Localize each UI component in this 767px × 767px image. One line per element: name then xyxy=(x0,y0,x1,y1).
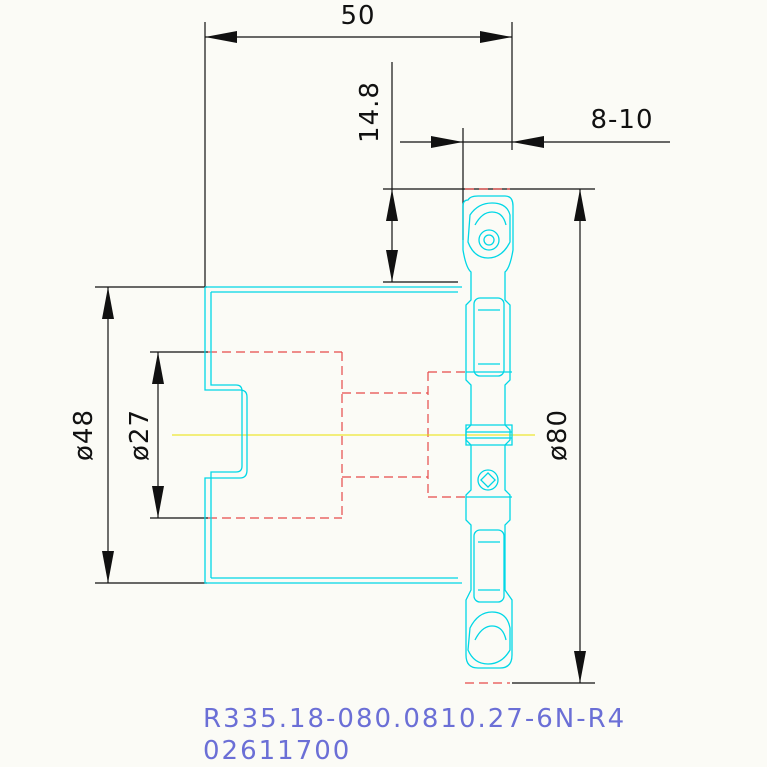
cutter-disc-outline xyxy=(462,195,514,669)
item-code: 02611700 xyxy=(203,736,351,766)
dimension-insert-height: 14.8 xyxy=(355,62,595,283)
dimension-body-diameter: ø48 xyxy=(69,286,207,584)
dimension-overall-length: 50 xyxy=(204,1,513,288)
dimension-cutting-width: 8-10 xyxy=(400,105,670,240)
dimension-label-body-diameter: ø48 xyxy=(69,409,99,461)
dimension-label-insert-height: 14.8 xyxy=(355,81,385,143)
dimension-bore-diameter: ø27 xyxy=(125,351,208,519)
dimension-label-cutter-diameter: ø80 xyxy=(543,409,573,461)
dimension-label-cutting-width: 8-10 xyxy=(590,105,653,135)
hidden-bore-lines xyxy=(208,188,510,684)
dimension-label-length: 50 xyxy=(340,1,375,31)
dimension-label-bore-diameter: ø27 xyxy=(125,409,155,461)
dimension-cutter-diameter: ø80 xyxy=(512,189,595,684)
part-number: R335.18-080.0810.27-6N-R4 xyxy=(203,704,626,734)
tool-body-outline xyxy=(204,286,462,584)
